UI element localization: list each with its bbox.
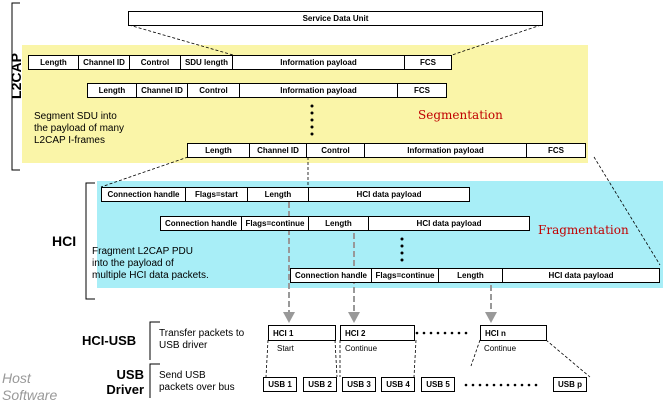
l2cap-description: Segment SDU into the payload of many L2C…: [34, 111, 124, 147]
host-software-line: Host: [2, 370, 31, 386]
l2cap-layer-label: L2CAP: [8, 53, 24, 99]
length-field: Length: [87, 83, 136, 98]
sdu-length-field: SDU length: [180, 55, 232, 70]
usb-packet-box: USB 5: [421, 377, 455, 392]
usb-packet-box: USB 4: [381, 377, 415, 392]
information-payload-field: Information payload: [364, 143, 526, 158]
channel-id-field: Channel ID: [136, 83, 187, 98]
hci-layer-label: HCI: [52, 233, 77, 249]
usb-packet-box: USB 1: [263, 377, 297, 392]
control-field: Control: [129, 55, 180, 70]
channel-id-field: Channel ID: [78, 55, 129, 70]
description-line: Fragment L2CAP PDU: [92, 246, 193, 257]
usb-driver-layer-label: USB Driver: [96, 367, 144, 397]
hci-data-payload-field: HCI data payload: [368, 216, 530, 231]
hci-packet-box: HCI 1: [268, 325, 336, 341]
length-field: Length: [28, 55, 78, 70]
hci-packet-row-3: Connection handle Flags=continue Length …: [290, 268, 660, 283]
hci-packet-box: HCI n: [480, 325, 547, 341]
connection-handle-field: Connection handle: [101, 187, 185, 202]
control-field: Control: [306, 143, 364, 158]
connection-handle-field: Connection handle: [290, 268, 371, 283]
description-line: USB driver: [159, 340, 208, 351]
length-field: Length: [187, 143, 249, 158]
hci-packet-row-2: Connection handle Flags=continue Length …: [160, 216, 530, 231]
hci-packet-sublabel: Continue: [484, 344, 517, 353]
hci-packet-sublabel: Start: [277, 344, 294, 353]
connection-handle-field: Connection handle: [160, 216, 241, 231]
hci-data-payload-field: HCI data payload: [308, 187, 470, 202]
channel-id-field: Channel ID: [249, 143, 306, 158]
length-field: Length: [438, 268, 502, 283]
description-line: the payload of many: [34, 123, 125, 134]
l2cap-frame-row-2: Length Channel ID Control Information pa…: [87, 83, 447, 98]
hci-usb-layer-label: HCI-USB: [82, 333, 137, 348]
flags-field: Flags=continue: [241, 216, 308, 231]
hci-description: Fragment L2CAP PDU into the payload of m…: [92, 246, 209, 282]
description-line: Transfer packets to: [159, 328, 245, 339]
host-software-line: Software: [2, 387, 58, 403]
fcs-field: FCS: [526, 143, 586, 158]
flags-field: Flags=start: [185, 187, 247, 202]
description-line: Segment SDU into: [34, 111, 117, 122]
length-field: Length: [247, 187, 308, 202]
fragmentation-label: Fragmentation: [538, 223, 629, 237]
usb-packet-box: USB 2: [303, 377, 337, 392]
description-line: multiple HCI data packets.: [92, 270, 209, 281]
hci-data-payload-field: HCI data payload: [502, 268, 660, 283]
usb-packet-box: USB 3: [342, 377, 376, 392]
description-line: L2CAP I-frames: [34, 135, 105, 146]
service-data-unit-box: Service Data Unit: [128, 11, 543, 26]
flags-field: Flags=continue: [371, 268, 438, 283]
description-line: packets over bus: [159, 382, 235, 393]
host-software-label: Host Software: [2, 370, 57, 404]
l2cap-frame-row-1: Length Channel ID Control SDU length Inf…: [28, 55, 452, 70]
usb-driver-description: Send USB packets over bus: [159, 370, 235, 394]
description-line: Send USB: [159, 370, 206, 381]
l2cap-frame-row-3: Length Channel ID Control Information pa…: [187, 143, 586, 158]
description-line: into the payload of: [92, 258, 174, 269]
layer-label-line: USB: [116, 367, 144, 382]
information-payload-field: Information payload: [232, 55, 404, 70]
fcs-field: FCS: [404, 55, 452, 70]
length-field: Length: [308, 216, 368, 231]
hci-usb-description: Transfer packets to USB driver: [159, 328, 244, 352]
information-payload-field: Information payload: [239, 83, 397, 98]
fcs-field: FCS: [397, 83, 447, 98]
control-field: Control: [187, 83, 239, 98]
hci-packet-sublabel: Continue: [345, 344, 378, 353]
layer-label-line: Driver: [106, 382, 144, 397]
hci-packet-row-1: Connection handle Flags=start Length HCI…: [101, 187, 470, 202]
usb-packet-box: USB p: [553, 377, 587, 392]
segmentation-label: Segmentation: [418, 108, 503, 122]
hci-packet-box: HCI 2: [340, 325, 415, 341]
